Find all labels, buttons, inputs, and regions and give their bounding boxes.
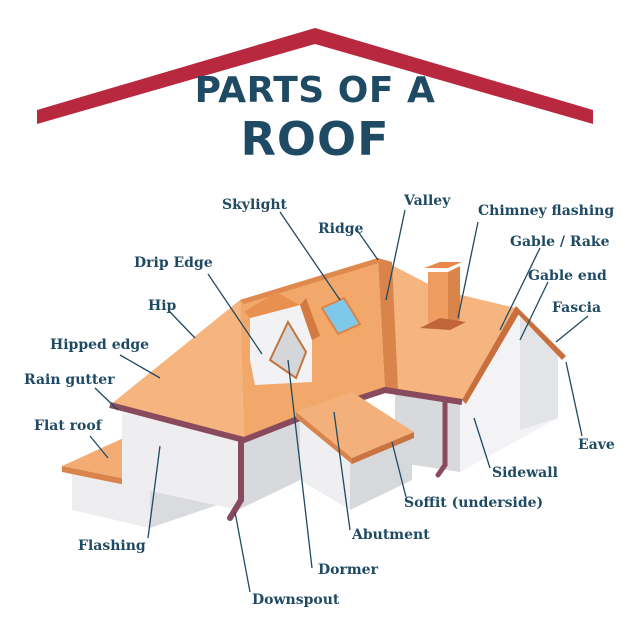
leader-dormer [287, 359, 313, 569]
fascia-board [516, 306, 566, 360]
dormer-window [268, 319, 308, 380]
leader-gable-rake [499, 247, 541, 331]
leader-downspout [234, 511, 251, 593]
chimney-front [428, 272, 448, 328]
leader-soffit [391, 441, 407, 498]
dormer-roof-left [244, 292, 300, 318]
label-dormer: Dormer [318, 562, 378, 578]
chimney-top [424, 262, 462, 268]
main-side-wall [238, 418, 300, 510]
title-line-1: PARTS OF A [194, 70, 436, 111]
valley-shade [378, 258, 398, 390]
leader-hipped-edge [119, 354, 161, 379]
label-soffit: Soffit (underside) [404, 495, 544, 511]
label-hipped-edge: Hipped edge [50, 337, 150, 353]
leader-eave [565, 361, 583, 437]
label-eave: Eave [578, 437, 615, 453]
main-front-wall [122, 412, 238, 510]
hipped-end-face [110, 300, 244, 440]
label-valley: Valley [404, 193, 451, 209]
leader-rain-gutter [94, 387, 119, 411]
label-flat-roof: Flat roof [34, 418, 102, 434]
porch-roof-edge [296, 412, 352, 464]
right-wing-side-wall [520, 316, 558, 430]
label-drip-edge: Drip Edge [134, 255, 213, 271]
leader-skylight [279, 211, 341, 301]
label-fascia: Fascia [552, 300, 602, 316]
porch-roof-edge-side [352, 432, 414, 464]
leader-flat-roof [89, 435, 109, 459]
leader-gable-end [519, 281, 549, 341]
title-line-2: ROOF [240, 112, 390, 166]
leader-flashing [147, 445, 161, 539]
label-chimney-flashing: Chimney flashing [478, 203, 615, 219]
dormer-roof-right [300, 298, 320, 340]
label-gable-rake: Gable / Rake [510, 234, 610, 250]
chimney-flashing-base [420, 318, 466, 330]
leader-chimney-flashing [457, 221, 479, 319]
label-ridge: Ridge [318, 221, 364, 237]
skylight-glass [320, 296, 362, 336]
leader-valley [385, 209, 406, 301]
leader-ridge [356, 229, 379, 261]
leader-hip [169, 311, 196, 339]
label-rain-gutter: Rain gutter [24, 372, 115, 388]
leader-sidewall [473, 417, 491, 469]
leader-drip-edge [207, 273, 263, 355]
label-downspout: Downspout [252, 592, 340, 608]
right-downspout-pipe [435, 399, 448, 478]
label-sidewall: Sidewall [492, 465, 558, 481]
label-skylight: Skylight [222, 197, 288, 213]
label-flashing: Flashing [78, 538, 146, 554]
porch-roof [296, 392, 414, 458]
label-abutment: Abutment [352, 527, 430, 543]
label-gable-end: Gable end [528, 268, 607, 284]
leader-abutment [333, 411, 351, 531]
chimney-side [448, 266, 460, 328]
leader-lines [89, 209, 589, 593]
rake-board [462, 306, 520, 404]
label-hip: Hip [148, 298, 177, 314]
leader-fascia [555, 315, 589, 343]
downspout-pipe [227, 437, 244, 521]
porch-wall-front [300, 418, 350, 510]
